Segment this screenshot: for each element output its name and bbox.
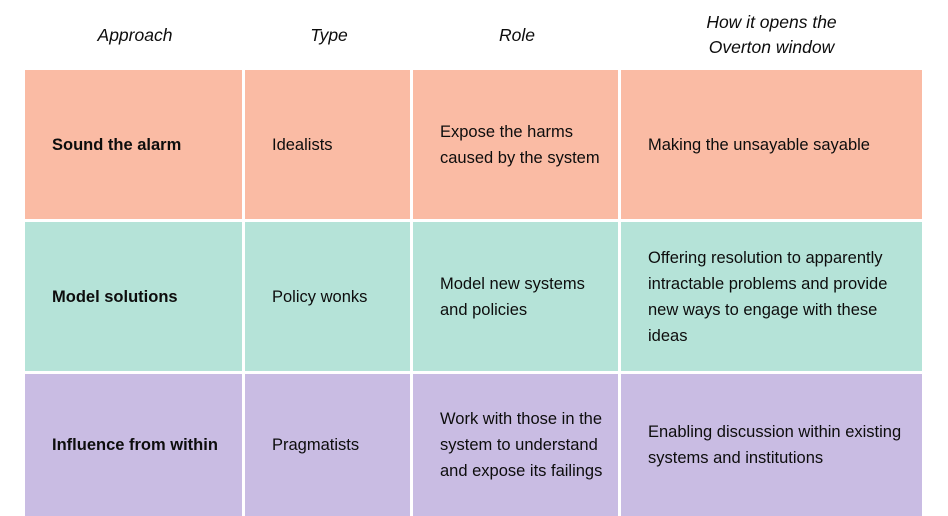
cell-approach-text: Sound the alarm (52, 135, 182, 154)
cell-type-text: Policy wonks (272, 287, 368, 306)
table-row: Influence from within Pragmatists Work w… (25, 374, 922, 516)
cell-role-text: Work with those in the system to underst… (440, 410, 603, 480)
cell-role-text: Expose the harms caused by the system (440, 122, 600, 167)
cell-overton-text: Offering resolution to apparently intrac… (648, 248, 888, 345)
cell-overton-text: Making the unsayable sayable (648, 135, 870, 154)
cell-role: Expose the harms caused by the system (413, 70, 621, 219)
cell-type-text: Pragmatists (272, 436, 360, 454)
cell-role: Model new systems and policies (413, 222, 621, 371)
column-header-approach-label: Approach (97, 24, 173, 45)
cell-role: Work with those in the system to underst… (413, 374, 621, 516)
column-header-overton-label: How it opens the Overton window (706, 10, 836, 60)
table-row: Sound the alarm Idealists Expose the har… (25, 70, 922, 222)
cell-overton-text: Enabling discussion within existing syst… (648, 423, 902, 467)
cell-type: Policy wonks (245, 222, 413, 371)
column-header-approach: Approach (25, 0, 245, 70)
column-header-overton-line2: Overton window (708, 37, 835, 57)
column-header-overton: How it opens the Overton window (621, 0, 922, 70)
cell-overton: Making the unsayable sayable (621, 70, 922, 219)
cell-role-text: Model new systems and policies (440, 274, 585, 319)
table-row: Model solutions Policy wonks Model new s… (25, 222, 922, 374)
column-header-role-label: Role (499, 24, 535, 45)
column-header-role: Role (413, 0, 621, 70)
cell-overton: Enabling discussion within existing syst… (621, 374, 922, 516)
cell-overton: Offering resolution to apparently intrac… (621, 222, 922, 371)
cell-type: Idealists (245, 70, 413, 219)
cell-type-text: Idealists (272, 135, 333, 154)
cell-approach-text: Model solutions (52, 287, 178, 306)
cell-approach: Sound the alarm (25, 70, 245, 219)
column-header-overton-line1: How it opens the (706, 12, 837, 32)
cell-type: Pragmatists (245, 374, 413, 516)
cell-approach: Influence from within (25, 374, 245, 516)
cell-approach-text: Influence from within (52, 436, 218, 454)
column-header-type: Type (245, 0, 413, 70)
table-header-row: Approach Type Role How it opens the Over… (25, 0, 922, 70)
table-body: Sound the alarm Idealists Expose the har… (25, 70, 922, 516)
column-header-type-label: Type (310, 24, 348, 45)
cell-approach: Model solutions (25, 222, 245, 371)
